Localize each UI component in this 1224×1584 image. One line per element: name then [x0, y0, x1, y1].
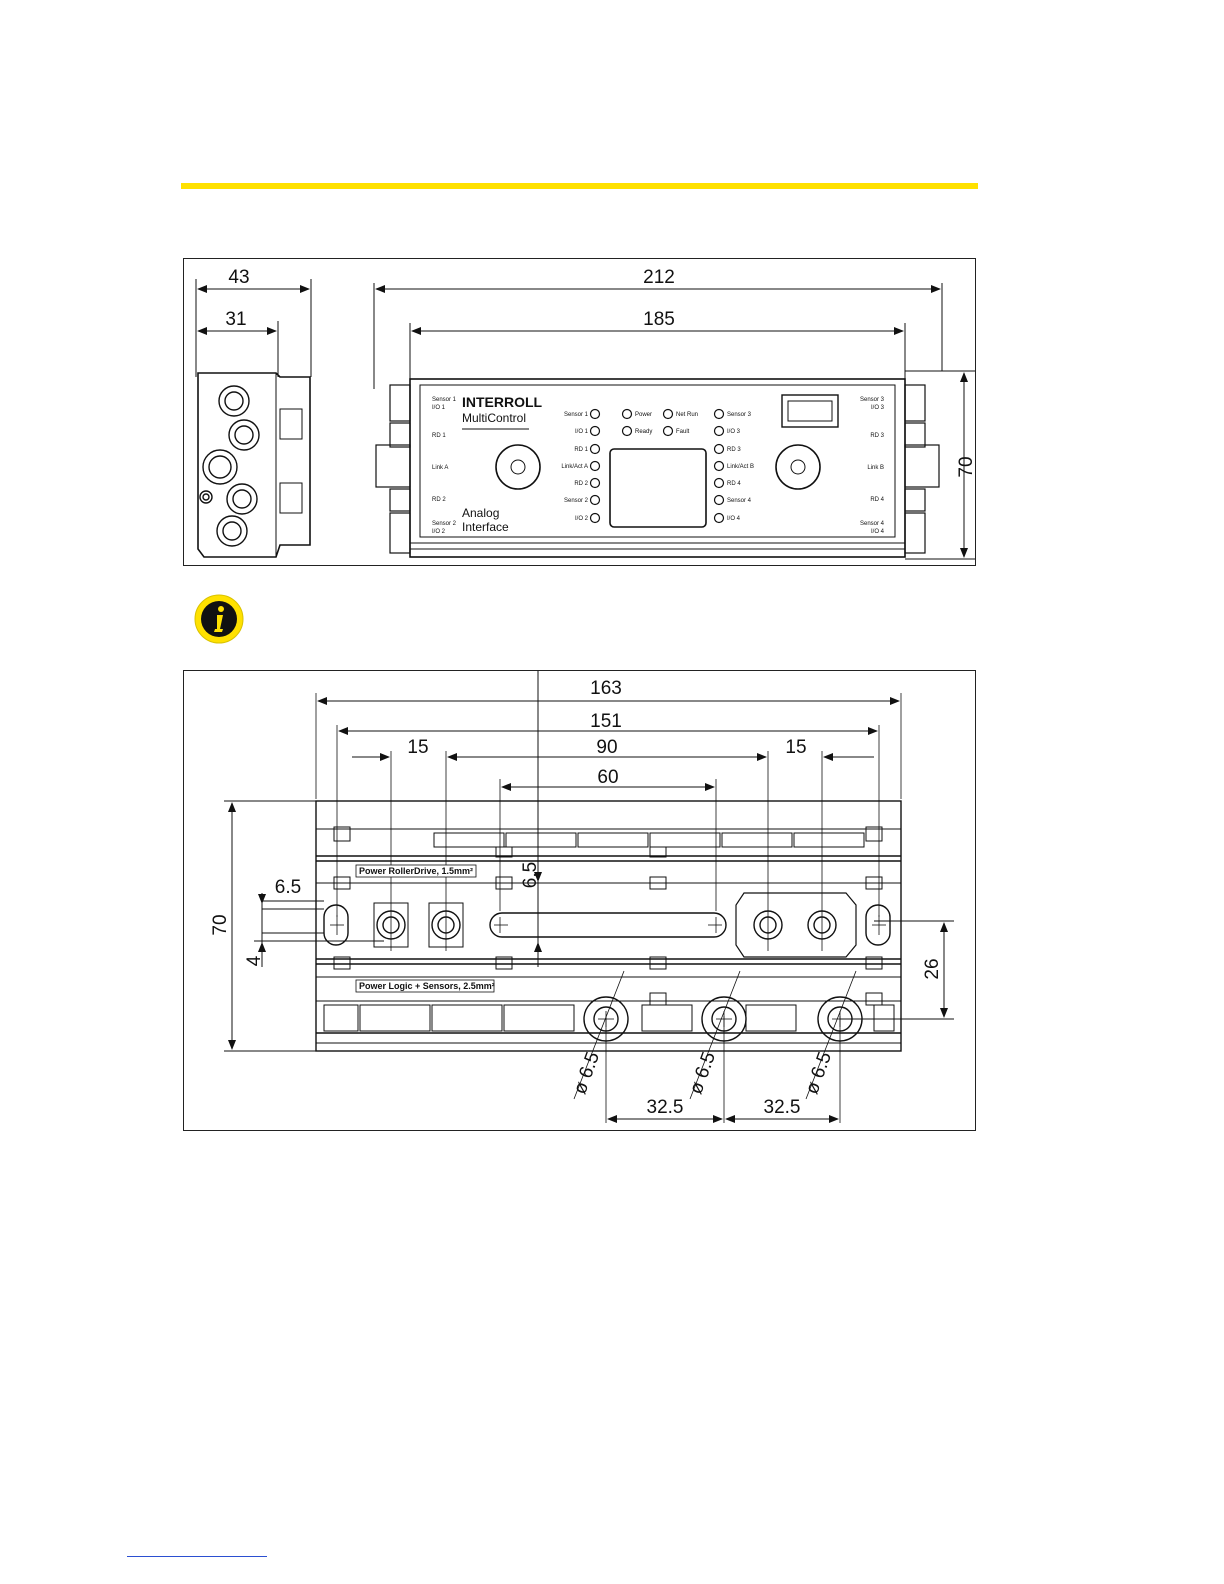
subtitle-analog: Analog: [462, 506, 499, 520]
right-connector-labels: Sensor 3 I/O 3 RD 3 Link B RD 4 Sensor 4…: [860, 397, 885, 535]
led-label: Sensor 4: [727, 498, 752, 504]
right-label: RD 3: [870, 433, 884, 439]
info-icon: [193, 593, 245, 645]
left-label: RD 1: [432, 433, 446, 439]
led-label: I/O 2: [575, 516, 589, 522]
led-indicators: [589, 408, 725, 524]
led-column-4: Sensor 3 I/O 3 RD 3 Link/Act B RD 4 Sens…: [727, 412, 754, 522]
dim-70: 70: [210, 914, 231, 935]
led-label: Sensor 1: [564, 412, 589, 418]
left-label: I/O 1: [432, 405, 446, 411]
left-label: Sensor 1: [432, 397, 457, 403]
dim-diameter-3: ø 6.5: [802, 1049, 837, 1097]
led-label: RD 1: [574, 447, 588, 453]
led-label: RD 4: [727, 481, 741, 487]
footer-link-underline: [127, 1556, 267, 1557]
label-power-rollerdrive: Power RollerDrive, 1.5mm²: [359, 866, 473, 876]
dim-front-height: 70: [956, 456, 975, 477]
dim-90: 90: [596, 737, 617, 758]
left-connector-labels: Sensor 1 I/O 1 RD 1 Link A RD 2 Sensor 2…: [432, 397, 457, 535]
dimension-drawing-housing: 43 31 212 185 70: [183, 258, 976, 566]
right-label: I/O 3: [871, 405, 885, 411]
subtitle-interface: Interface: [462, 520, 509, 534]
brand-logo: INTERROLL: [462, 394, 543, 410]
dim-side-width-total: 43: [228, 267, 249, 288]
dim-6-5-top: 6.5: [520, 862, 541, 888]
dim-front-width-inner: 185: [643, 309, 675, 330]
dim-diameter-2: ø 6.5: [686, 1049, 721, 1097]
dim-side-width-inner: 31: [225, 309, 246, 330]
led-label: I/O 1: [575, 429, 589, 435]
led-label: Net Run: [676, 412, 698, 418]
led-label: Link/Act B: [727, 464, 754, 470]
led-label: Fault: [676, 429, 690, 435]
led-column-1: Sensor 1 I/O 1 RD 1 Link/Act A RD 2 Sens…: [561, 412, 588, 522]
led-label: I/O 4: [727, 516, 741, 522]
dim-6-5-left: 6.5: [275, 877, 301, 898]
yellow-heading-rule: [181, 183, 978, 189]
housing-drawing-svg: 43 31 212 185 70: [195, 267, 975, 560]
dimension-drawing-mounting: Power RollerDrive, 1.5mm² Power Logic + …: [183, 670, 976, 1131]
product-name: MultiControl: [462, 411, 526, 425]
right-label: Link B: [867, 465, 884, 471]
dim-32-5-right: 32.5: [764, 1097, 801, 1118]
led-column-2: Power Ready: [635, 412, 652, 435]
led-label: Power: [635, 412, 652, 418]
led-label: Sensor 3: [727, 412, 752, 418]
dim-15-right: 15: [785, 737, 806, 758]
left-label: I/O 2: [432, 529, 446, 535]
led-label: RD 3: [727, 447, 741, 453]
dim-26: 26: [922, 958, 943, 979]
led-label: Link/Act A: [561, 464, 588, 470]
dim-15-left: 15: [407, 737, 428, 758]
led-label: Sensor 2: [564, 498, 589, 504]
right-label: Sensor 3: [860, 397, 885, 403]
label-power-logic: Power Logic + Sensors, 2.5mm²: [359, 981, 495, 991]
led-label: I/O 3: [727, 429, 741, 435]
led-label: RD 2: [574, 481, 588, 487]
dim-60: 60: [597, 767, 618, 788]
dim-4: 4: [244, 955, 265, 966]
right-label: I/O 4: [871, 529, 885, 535]
dim-front-width-total: 212: [643, 267, 675, 288]
dim-diameter-1: ø 6.5: [570, 1049, 605, 1097]
left-label: Sensor 2: [432, 521, 457, 527]
dim-163: 163: [590, 678, 622, 699]
left-label: Link A: [432, 465, 448, 471]
left-label: RD 2: [432, 497, 446, 503]
right-label: Sensor 4: [860, 521, 885, 527]
right-label: RD 4: [870, 497, 884, 503]
led-column-3: Net Run Fault: [676, 412, 698, 435]
mounting-drawing-svg: Power RollerDrive, 1.5mm² Power Logic + …: [210, 671, 954, 1123]
led-label: Ready: [635, 429, 652, 435]
dim-32-5-left: 32.5: [647, 1097, 684, 1118]
dim-151: 151: [590, 711, 622, 732]
